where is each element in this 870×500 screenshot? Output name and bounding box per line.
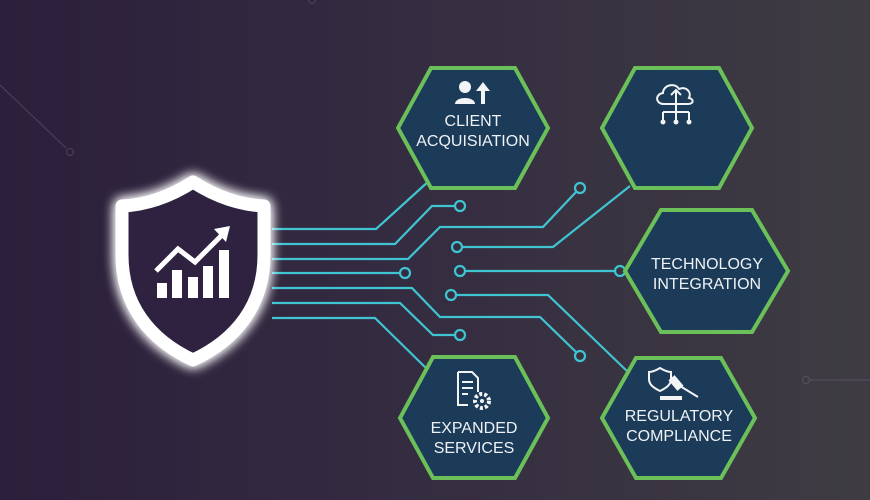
trace-node	[450, 240, 464, 254]
node-label: SERVICES	[434, 440, 515, 457]
trace	[272, 286, 577, 353]
node-label: TECHNOLOGY	[651, 256, 763, 273]
node-technology-integration[interactable]: TECHNOLOGY INTEGRATION	[622, 208, 791, 334]
trace-node	[453, 199, 467, 213]
background-decoration	[0, 0, 870, 384]
trace-to-expanded-services	[272, 316, 429, 371]
node-label: INTEGRATION	[653, 276, 761, 293]
trace	[272, 191, 577, 261]
trace-node	[573, 349, 587, 363]
node-label: REGULATORY	[625, 408, 734, 425]
user-arrow-up-icon	[455, 81, 490, 104]
trace-node	[453, 328, 467, 342]
shield-gavel-icon	[648, 366, 699, 400]
node-client-acquisition[interactable]: CLIENT ACQUISIATION	[395, 66, 551, 190]
node-regulatory-compliance[interactable]: REGULATORY COMPLIANCE	[599, 356, 758, 480]
cloud-upload-network-icon	[656, 84, 694, 125]
circuit-traces	[272, 179, 631, 373]
trace-to-client-acquisition	[272, 179, 431, 231]
trace-node	[573, 181, 587, 195]
trace	[272, 204, 455, 246]
trace-node	[444, 288, 458, 302]
node-cloud[interactable]	[599, 66, 755, 190]
document-gear-icon	[457, 371, 491, 410]
node-label: ACQUISIATION	[416, 133, 530, 150]
node-expanded-services[interactable]: EXPANDED SERVICES	[397, 355, 551, 480]
shield-growth-chart-icon	[115, 175, 271, 367]
trace	[272, 301, 455, 337]
trace-node	[398, 266, 412, 280]
node-label: EXPANDED	[431, 420, 518, 437]
node-label: CLIENT	[445, 113, 502, 130]
trace-to-cloud	[462, 185, 631, 249]
trace-node	[453, 264, 467, 278]
node-label: COMPLIANCE	[626, 428, 732, 445]
trace-to-regulatory-compliance	[456, 293, 629, 373]
